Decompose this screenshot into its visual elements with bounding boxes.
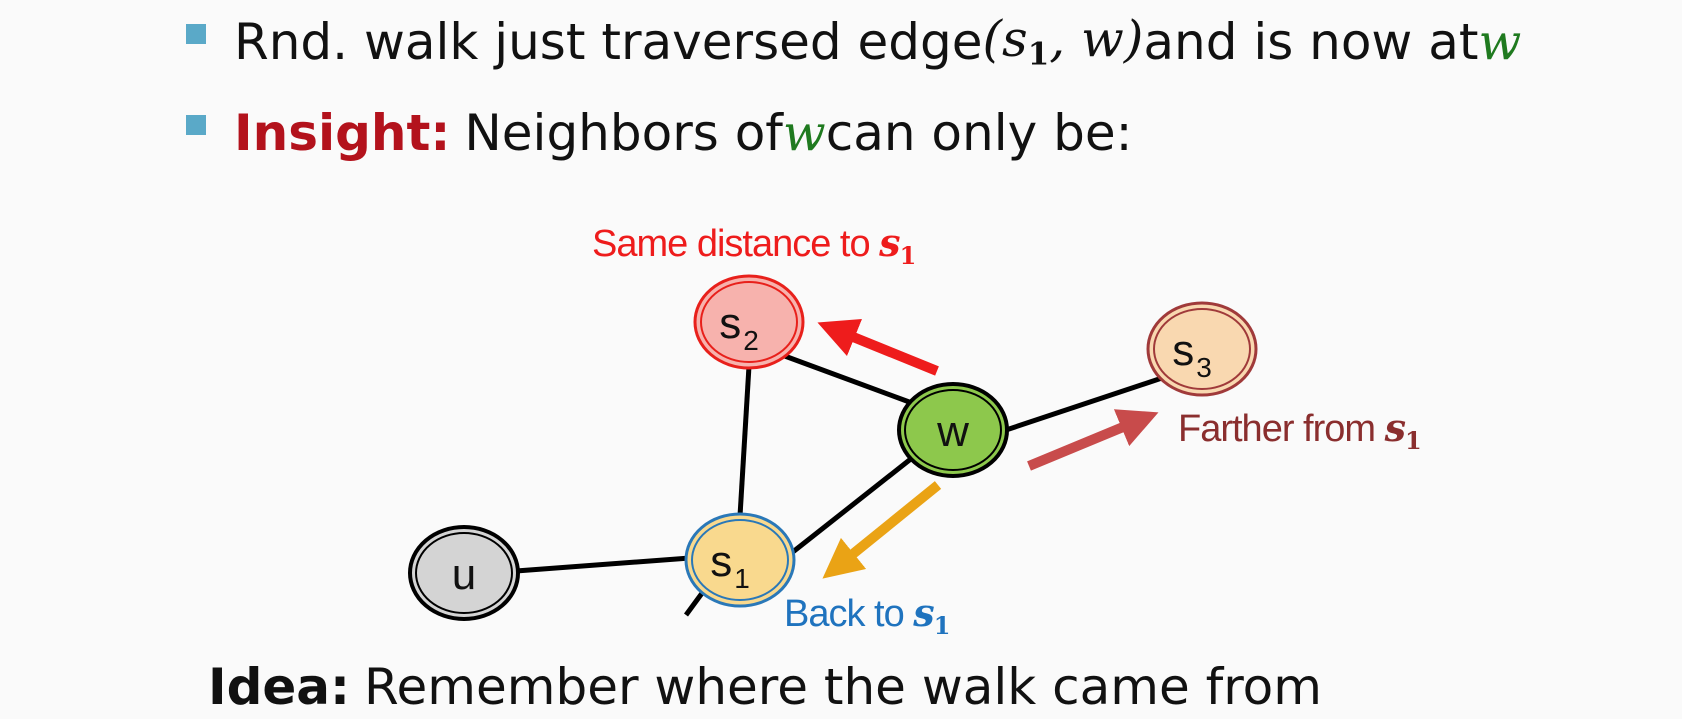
edge-s2-w	[781, 352, 913, 406]
node-w: w	[897, 382, 1009, 478]
node-s1-sub: 1	[734, 563, 750, 594]
node-s3-label: s	[1172, 326, 1194, 375]
annotation-same-sub: 1	[900, 241, 916, 270]
svg-text:s3: s3	[1172, 326, 1212, 383]
arrow-farther	[1027, 409, 1159, 471]
edge-s2-s1	[737, 365, 752, 517]
annotation-same-distance: Same distance to s1	[592, 220, 915, 270]
node-s2: s2	[693, 274, 805, 370]
arrow-same-distance	[817, 318, 939, 376]
insight-label: Insight:	[234, 104, 451, 162]
node-s3-sub: 3	[1196, 352, 1212, 383]
insight-text-after: can only be:	[825, 104, 1133, 162]
walk-node-w: w	[1478, 13, 1522, 72]
edge-sub: 1	[1027, 36, 1050, 73]
node-s2-sub: 2	[743, 325, 759, 356]
svg-text:s2: s2	[719, 299, 759, 356]
svg-text:s1: s1	[710, 537, 750, 594]
bullet-walk: Rnd. walk just traversed edge (s1, w) an…	[186, 14, 1521, 71]
edge-math: (s1, w)	[983, 14, 1144, 71]
node-w-label: w	[936, 407, 969, 456]
annotation-farther-sub: 1	[1405, 426, 1421, 455]
edge-w-s1	[787, 456, 914, 557]
idea-line: Idea:Remember where the walk came from	[208, 662, 1322, 712]
bullet-insight: Insight: Neighbors of w can only be:	[186, 108, 1132, 158]
edge-open: (s	[982, 10, 1028, 68]
node-s2-label: s	[719, 299, 741, 348]
annotation-back: Back to s1	[784, 590, 949, 640]
idea-text: Remember where the walk came from	[364, 658, 1322, 716]
bullet-walk-text-after: and is now at	[1143, 13, 1479, 72]
bullet-walk-text-before: Rnd. walk just traversed edge	[234, 13, 983, 72]
insight-text-before: Neighbors of	[464, 104, 783, 162]
annotation-farther: Farther from s1	[1178, 405, 1421, 455]
annotation-farther-math: s	[1384, 405, 1406, 450]
annotation-back-sub: 1	[934, 611, 950, 640]
node-s1: s1	[684, 512, 796, 608]
annotation-back-math: s	[912, 590, 934, 635]
node-s1-label: s	[710, 537, 732, 586]
node-u-label: u	[452, 550, 476, 599]
annotation-same-text: Same distance to	[592, 223, 879, 265]
annotation-back-text: Back to	[784, 593, 913, 635]
annotation-farther-text: Farther from	[1178, 408, 1385, 450]
bullet-marker	[186, 24, 206, 45]
insight-node-w: w	[782, 104, 826, 162]
edge-w-s3	[1005, 373, 1169, 433]
node-s3: s3	[1146, 301, 1258, 397]
bullet-marker	[186, 115, 206, 135]
idea-label: Idea:	[208, 658, 351, 716]
edge-u-s1	[515, 555, 691, 574]
edge-close: , w)	[1049, 10, 1144, 68]
arrow-back	[822, 481, 942, 579]
annotation-same-math: s	[878, 220, 900, 265]
node-u: u	[408, 525, 520, 621]
